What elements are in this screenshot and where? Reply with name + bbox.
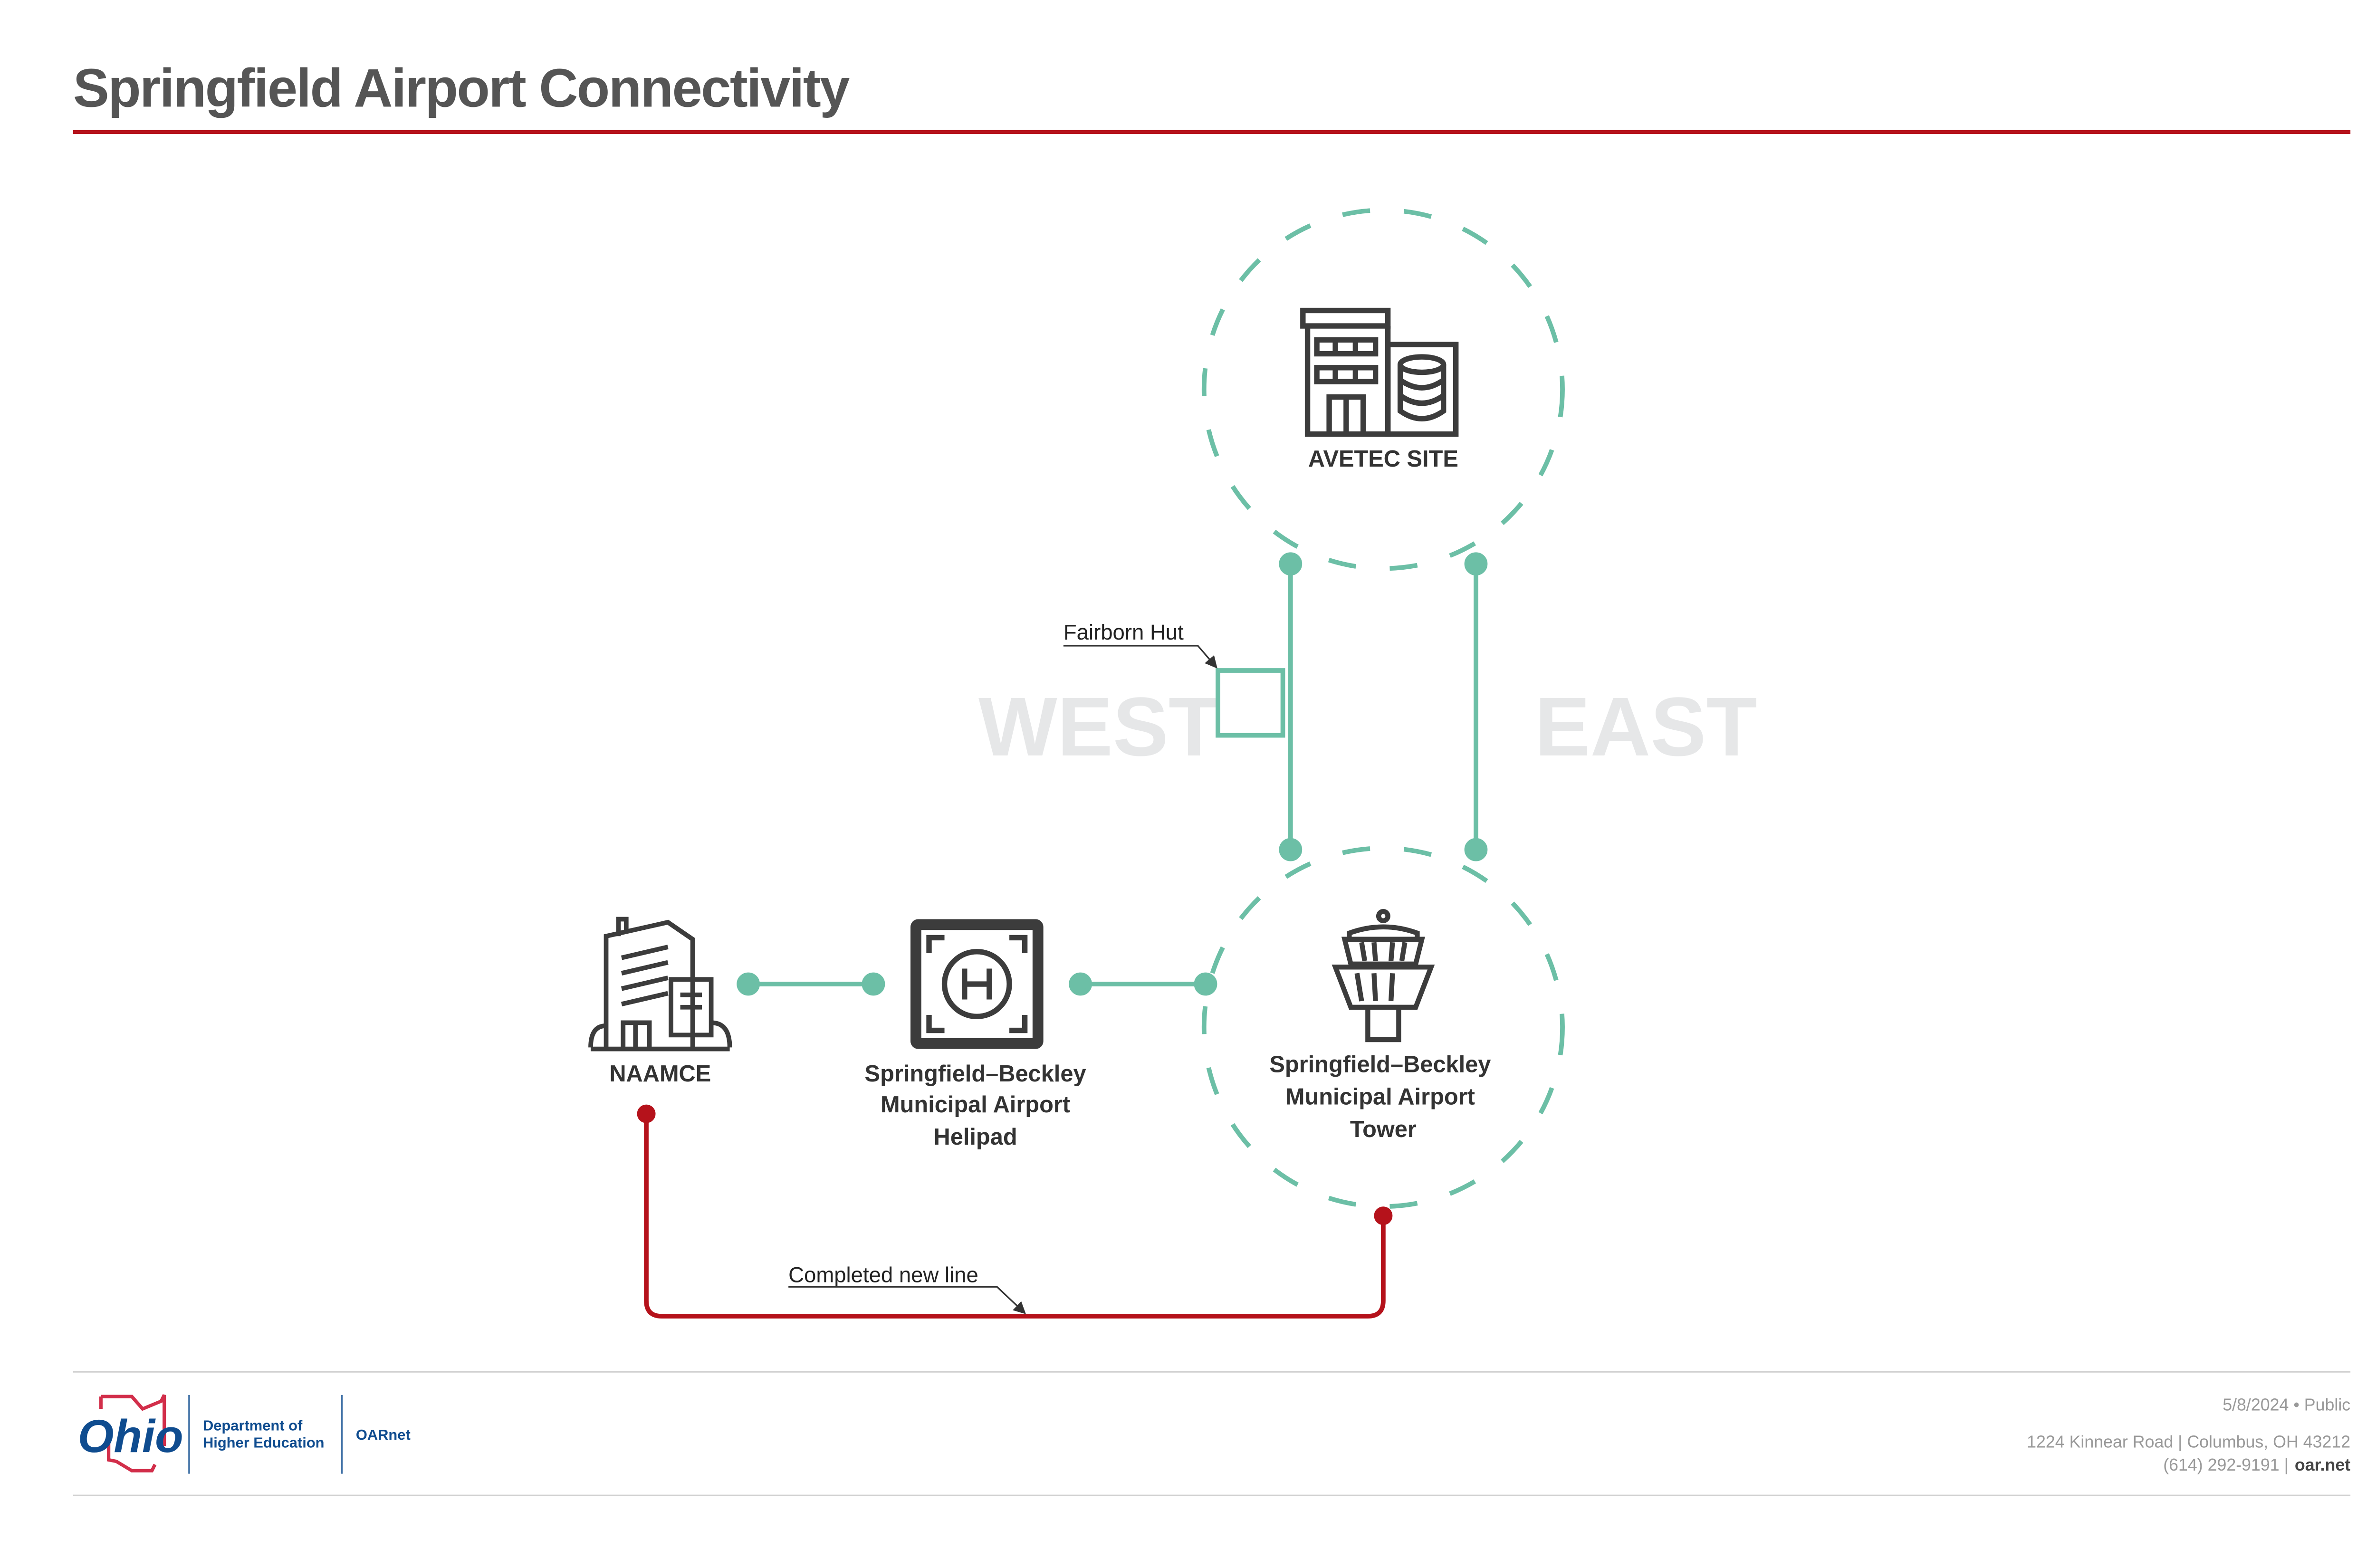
- completed-new-line: [644, 1114, 1386, 1319]
- ohio-logo: Ohio: [78, 1394, 183, 1472]
- org-name: OARnet: [356, 1426, 411, 1443]
- avetec-site-label: AVETEC SITE: [1308, 446, 1458, 472]
- link-endpoint: [1374, 1206, 1393, 1225]
- link-endpoint: [1279, 552, 1303, 576]
- office-building-icon: [588, 917, 732, 1052]
- link-endpoint: [1464, 552, 1488, 576]
- date-status: 5/8/2024 • Public: [2223, 1395, 2350, 1414]
- fairborn-hut-box: [1216, 668, 1285, 738]
- control-tower-icon: [1332, 909, 1435, 1042]
- helipad-label-line1: Springfield–Beckley: [865, 1061, 1086, 1087]
- fairborn-hut-label: Fairborn Hut: [1063, 620, 1184, 644]
- link-endpoint: [1464, 838, 1488, 861]
- helipad-label-line2: Municipal Airport: [881, 1092, 1070, 1118]
- ohio-logo-text: Ohio: [78, 1410, 183, 1462]
- dept-line1: Department of: [203, 1417, 303, 1434]
- helipad-label-line3: Helipad: [934, 1124, 1017, 1150]
- dept-line2: Higher Education: [203, 1434, 325, 1451]
- avetec-site-boundary: [1201, 208, 1565, 571]
- phone: (614) 292-9191 |: [2163, 1455, 2289, 1474]
- east-label: EAST: [1535, 680, 1757, 774]
- link-endpoint: [1279, 838, 1303, 861]
- page-title: Springfield Airport Connectivity: [73, 58, 850, 118]
- link-endpoint: [637, 1104, 656, 1123]
- website-link[interactable]: oar.net: [2295, 1455, 2350, 1474]
- link-endpoint: [862, 972, 885, 996]
- link-endpoint: [1194, 972, 1217, 996]
- fairborn-hut-leader: [1063, 645, 1217, 669]
- completed-line-leader: [788, 1286, 1026, 1314]
- helipad-icon: [910, 919, 1044, 1049]
- building-datacenter-icon: [1300, 307, 1459, 437]
- address: 1224 Kinnear Road | Columbus, OH 43212: [2027, 1432, 2350, 1451]
- west-label: WEST: [978, 680, 1219, 774]
- link-endpoint: [1069, 972, 1092, 996]
- tower-label-line3: Tower: [1350, 1117, 1417, 1142]
- tower-site-boundary: [1201, 846, 1565, 1209]
- tower-label-line1: Springfield–Beckley: [1269, 1052, 1491, 1077]
- completed-line-label: Completed new line: [788, 1263, 978, 1287]
- tower-label-line2: Municipal Airport: [1285, 1084, 1475, 1110]
- link-endpoint: [737, 972, 760, 996]
- naamce-label: NAAMCE: [609, 1061, 711, 1087]
- contact-line: (614) 292-9191 | oar.net: [2163, 1455, 2350, 1474]
